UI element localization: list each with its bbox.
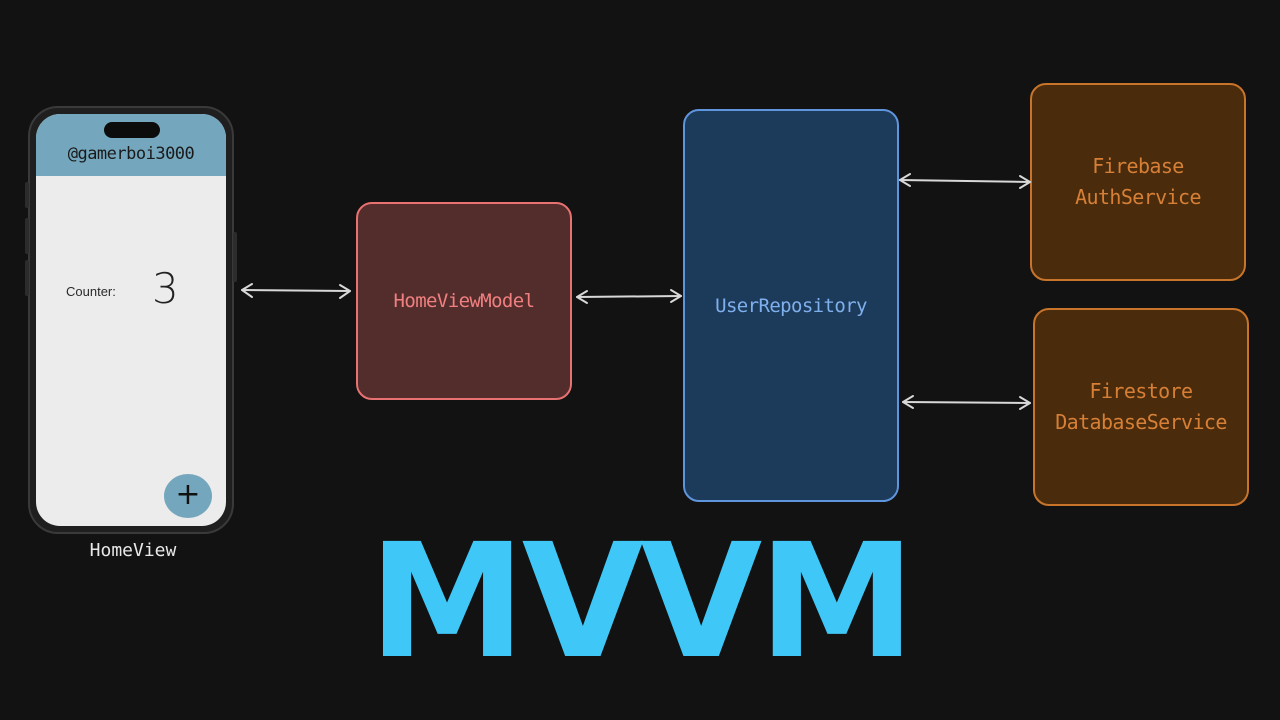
userrepository-box: UserRepository bbox=[683, 109, 899, 502]
phone-notch bbox=[104, 122, 160, 138]
mvvm-title: MVVM bbox=[368, 510, 915, 694]
homeview-caption: HomeView bbox=[89, 540, 177, 561]
phone-screen: @gamerboi3000 Counter: 3 + bbox=[36, 114, 226, 526]
arrow-view-to-viewmodel bbox=[241, 283, 351, 299]
username-label: @gamerboi3000 bbox=[67, 144, 195, 164]
arrow-viewmodel-to-repository bbox=[576, 289, 682, 304]
app-header: @gamerboi3000 bbox=[36, 114, 226, 176]
phone-side-button bbox=[25, 218, 29, 254]
phone-side-button bbox=[25, 182, 29, 208]
phone-side-button bbox=[25, 260, 29, 296]
homeviewmodel-box: HomeViewModel bbox=[356, 202, 572, 400]
arrow-repository-to-dbservice bbox=[902, 395, 1031, 410]
increment-button[interactable]: + bbox=[164, 474, 212, 518]
phone-mockup: @gamerboi3000 Counter: 3 + bbox=[25, 106, 237, 534]
counter-value: 3 bbox=[152, 264, 179, 313]
firestore-databaseservice-box: Firestore DatabaseService bbox=[1033, 308, 1249, 506]
arrow-repository-to-authservice bbox=[899, 173, 1031, 189]
counter-label: Counter: bbox=[66, 284, 116, 299]
firebase-authservice-box: Firebase AuthService bbox=[1030, 83, 1246, 281]
phone-side-button bbox=[233, 232, 237, 282]
